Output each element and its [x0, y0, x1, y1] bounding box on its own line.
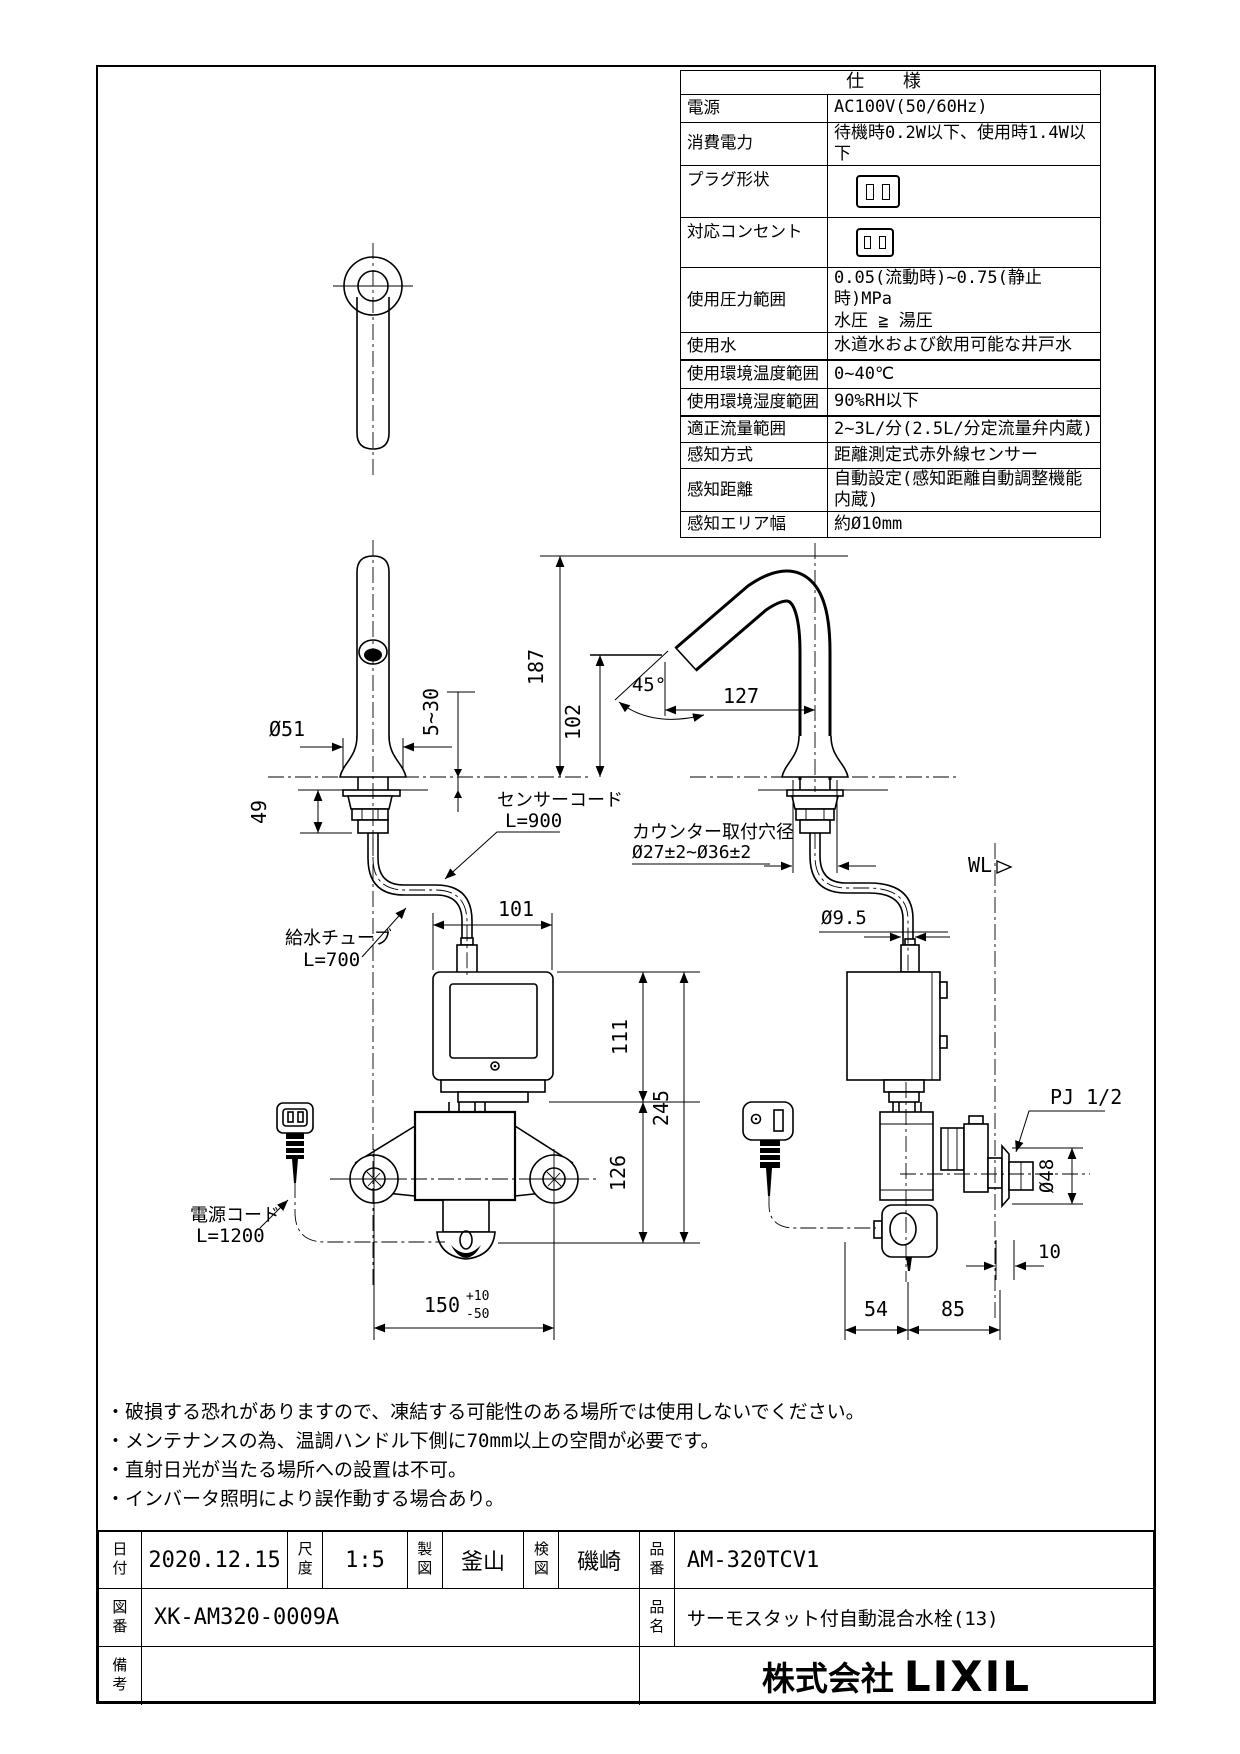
dim-tube-dia: Ø9.5	[821, 907, 867, 929]
company-name: LIXIL	[903, 1651, 1032, 1701]
label-scale: 尺度	[288, 1532, 324, 1589]
dim-hose-tol-minus: -50	[466, 1307, 489, 1322]
side-view-controller	[846, 971, 948, 1112]
spec-row-consumption: 消費電力待機時0.2W以下、使用時1.4W以下	[680, 121, 1101, 166]
drafter-value: 釜山	[442, 1532, 525, 1589]
dim-depth-a: 54	[864, 1297, 888, 1321]
dim-controller-height: 111	[608, 1019, 632, 1055]
front-view-mixing-valve	[344, 1110, 584, 1260]
front-view-spout	[339, 555, 478, 974]
spec-row-plug-shape: プラグ形状	[680, 165, 1101, 218]
company-logo: 株式会社 LIXIL	[640, 1647, 1153, 1705]
pj-connection-label: PJ 1/2	[1050, 1085, 1122, 1109]
dim-flange-dia: Ø48	[1036, 1159, 1058, 1193]
plug-icon	[856, 175, 900, 208]
counter-hole-label: カウンター取付穴径	[632, 822, 794, 843]
power-cord-path-front	[294, 1182, 445, 1243]
note-line: ・インバータ照明により誤作動する場合あり。	[106, 1488, 505, 1510]
label-remarks: 備考	[99, 1647, 142, 1705]
note-line: ・メンテナンスの為、温調ハンドル下側に70mm以上の空間が必要です。	[106, 1430, 720, 1452]
dim-valve-height: 126	[606, 1155, 630, 1191]
dim-depth-b: 85	[941, 1297, 965, 1321]
centerlines	[268, 243, 1090, 1322]
sheet-border	[96, 65, 1156, 1704]
dim-hose-tol-plus: +10	[466, 1289, 489, 1304]
label-checker: 検図	[524, 1532, 560, 1589]
scale-value: 1:5	[323, 1532, 408, 1589]
side-view-power-plug	[742, 1101, 794, 1196]
label-drawing-no: 図番	[99, 1589, 142, 1647]
dim-base-dia: Ø51	[269, 717, 305, 741]
product-name-value: サーモスタット付自動混合水栓(13)	[674, 1589, 1154, 1647]
dim-spout-outlet-height: 102	[561, 704, 585, 740]
spec-row-outlet: 対応コンセント	[680, 217, 1101, 268]
supply-tube-length: L=700	[303, 949, 360, 971]
water-line-arrow-icon	[996, 860, 1013, 874]
outlet-icon	[856, 228, 894, 257]
power-cord-length: L=1200	[196, 1225, 265, 1247]
side-view-valve-assembly	[873, 1111, 1034, 1271]
note-line: ・破損する恐れがありますので、凍結する可能性のある場所では使用しないでください。	[106, 1401, 865, 1423]
dim-spout-total-height: 187	[524, 649, 548, 685]
part-no-value: AM-320TCV1	[674, 1532, 1154, 1589]
spec-row-sensing-distance: 感知距離自動設定(感知距離自動調整機能内蔵)	[680, 467, 1101, 513]
front-view-controller	[432, 971, 554, 1112]
front-view-power-plug	[276, 1102, 314, 1183]
remarks-value	[142, 1647, 640, 1705]
power-cord-path-side	[768, 1196, 876, 1229]
spec-row-sensing-area: 感知エリア幅約Ø10mm	[680, 511, 1101, 539]
dim-hose-span: 150	[424, 1293, 460, 1317]
dim-shank-length: 49	[247, 800, 271, 824]
label-part-no: 品番	[639, 1532, 675, 1589]
sensor-cord-length: L=900	[505, 810, 562, 832]
dim-spout-reach: 127	[723, 684, 759, 708]
checker-value: 磯崎	[559, 1532, 640, 1589]
dim-total-under-height: 245	[649, 1090, 673, 1126]
dimensions: Ø51 5~30 49 187 102 45° 127 101 1	[247, 555, 1083, 1340]
dim-spout-angle: 45°	[632, 674, 666, 696]
label-product-name: 品名	[639, 1589, 675, 1647]
annotations: センサーコード L=900 給水チューブ L=700 電源コード L=1200 …	[190, 790, 1122, 1247]
supply-tube-label: 給水チューブ	[285, 927, 392, 949]
spec-row-water: 使用水水道水および飲用可能な井戸水	[680, 331, 1101, 361]
dim-counter-thickness: 5~30	[419, 688, 443, 736]
sensor-cord-label: センサーコード	[497, 790, 623, 811]
dim-controller-width: 101	[498, 897, 534, 921]
notes-block: ・破損する恐れがありますので、凍結する可能性のある場所では使用しないでください。…	[106, 1398, 1046, 1514]
side-view-spout	[674, 569, 920, 973]
counter-hole-range: Ø27±2~Ø36±2	[632, 842, 751, 863]
drawing-no-value: XK-AM320-0009A	[141, 1589, 640, 1647]
company-prefix: 株式会社	[761, 1659, 894, 1698]
power-cord-label: 電源コード	[190, 1205, 280, 1226]
note-line: ・直射日光が当たる場所への設置は不可。	[106, 1459, 468, 1481]
water-line-label: WL	[968, 853, 992, 877]
label-drafter: 製図	[407, 1532, 443, 1589]
spec-title: 仕 様	[680, 70, 1101, 95]
date-value: 2020.12.15	[141, 1532, 289, 1589]
dim-flange-thickness: 10	[1038, 1241, 1061, 1263]
title-block: 日付 2020.12.15 尺度 1:5 製図 釜山 検図 磯崎 品番 AM-3…	[97, 1530, 1155, 1705]
spec-row-sensing-method: 感知方式距離測定式赤外線センサー	[680, 441, 1101, 469]
label-date: 日付	[99, 1532, 142, 1589]
